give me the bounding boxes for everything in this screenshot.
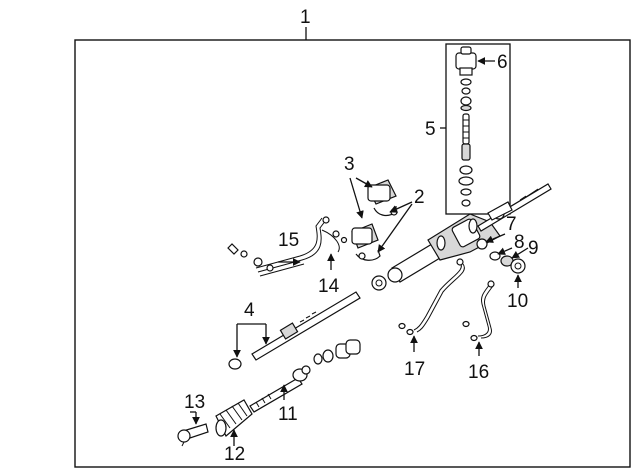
callout-15: 15 xyxy=(278,230,299,251)
callout-10: 10 xyxy=(507,291,528,312)
rack-rings xyxy=(313,339,361,365)
outer-tie-rod-end xyxy=(177,423,209,447)
callout-14: 14 xyxy=(318,276,340,297)
callout-16: 16 xyxy=(468,362,489,383)
callout-17: 17 xyxy=(404,359,425,380)
feed-tube-17 xyxy=(398,258,465,336)
feed-tube-16 xyxy=(462,280,495,342)
rack-seal xyxy=(371,275,387,291)
mount-bushings xyxy=(351,179,397,249)
callout-13: 13 xyxy=(184,392,205,413)
valve-spool-stack xyxy=(458,78,474,207)
callout-8: 8 xyxy=(514,232,525,253)
callout-7: 7 xyxy=(506,214,517,235)
diagram-frame xyxy=(74,39,631,468)
callout-2: 2 xyxy=(414,187,425,208)
callout-6: 6 xyxy=(497,52,508,73)
inner-tie-rod xyxy=(249,365,311,413)
return-line-14 xyxy=(321,229,348,253)
callout-11: 11 xyxy=(278,404,298,425)
pressure-line-15 xyxy=(227,216,330,277)
valve-housing xyxy=(455,46,477,76)
callout-4: 4 xyxy=(244,300,255,321)
callout-1: 1 xyxy=(300,7,311,28)
callout-9: 9 xyxy=(528,238,539,259)
rack-boot xyxy=(215,399,253,437)
steering-gear-housing xyxy=(387,183,552,283)
callout-5: 5 xyxy=(425,119,436,140)
callout-12: 12 xyxy=(224,444,245,465)
steering-rack xyxy=(228,291,361,370)
tie-rod-end-fittings xyxy=(476,238,526,274)
callout-3: 3 xyxy=(344,154,355,175)
inset-box-5 xyxy=(445,43,511,215)
